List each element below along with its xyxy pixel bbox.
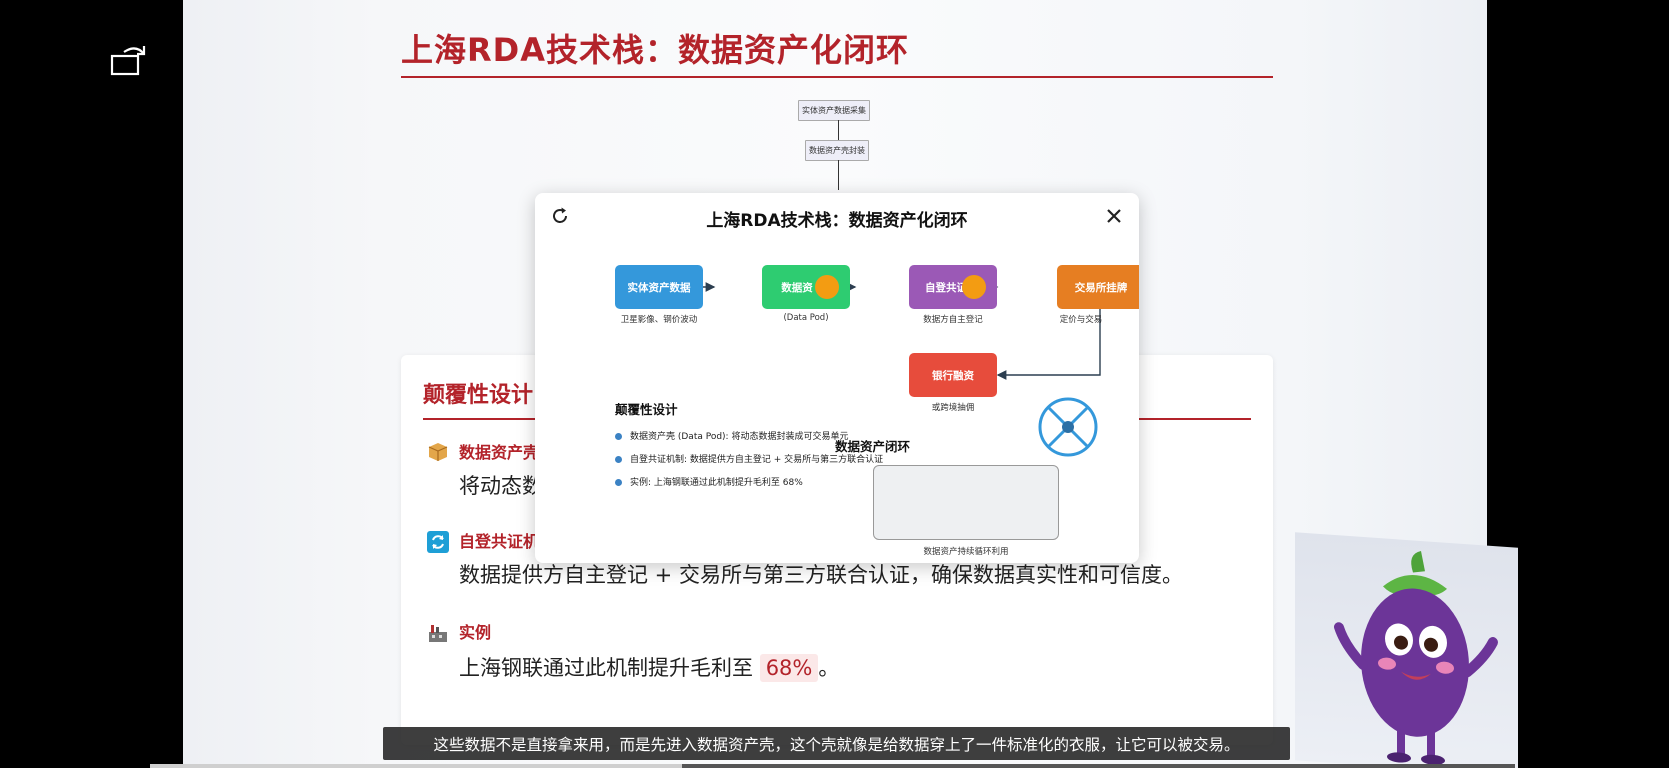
item-title-self-certify: 自登共证机 [459, 532, 540, 551]
popup-list-item: 自登共证机制: 数据提供方自主登记 + 交易所与第三方联合认证 [615, 452, 883, 465]
node-label: 自登共证 [925, 281, 967, 294]
item-body-example: 上海钢联通过此机制提升毛利至 68%。 [459, 652, 839, 682]
popup-title: 上海RDA技术栈：数据资产化闭环 [706, 211, 968, 231]
video-progress-track[interactable] [150, 764, 1515, 768]
background-flowchart: 实体资产数据采集 数据资产壳封装 [798, 100, 878, 200]
node-sub-data-pod: (Data Pod) [783, 313, 829, 323]
list-item-text: 数据资产壳 (Data Pod): 将动态数据封装成可交易单元 [630, 432, 849, 442]
example-text: 上海钢联通过此机制提升毛利至 [459, 656, 753, 680]
factory-icon [427, 622, 449, 644]
arrow-4 [996, 309, 1101, 380]
popup-list-title: 颠覆性设计 [615, 402, 678, 417]
item-title-example: 实例 [459, 623, 492, 642]
node-label: 银行融资 [932, 369, 974, 382]
cycle-wheel-icon [1037, 396, 1099, 458]
node-sub-self-certify: 数据方自主登记 [923, 315, 983, 325]
video-subtitle: 这些数据不是直接拿来用，而是先进入数据资产壳，这个壳就像是给数据穿上了一件标准化… [383, 727, 1290, 760]
node-sub-bank-financing: 或跨境抽佣 [931, 403, 975, 413]
margin-highlight: 68% [759, 654, 819, 682]
node-label: 实体资产数据 [627, 281, 691, 294]
close-icon[interactable] [1103, 205, 1125, 227]
mini-flow-step-2: 数据资产壳封装 [805, 140, 869, 161]
bullet-icon [615, 479, 622, 486]
package-icon [427, 441, 449, 463]
item-body-data-pod: 将动态数 [459, 474, 543, 498]
list-item-text: 实例: 上海钢联通过此机制提升毛利至 68% [630, 478, 803, 488]
popup-list-item: 实例: 上海钢联通过此机制提升毛利至 68% [615, 475, 803, 488]
node-exchange-listing[interactable]: 交易所挂牌 [1057, 265, 1139, 309]
mini-flow-step-1: 实体资产数据采集 [798, 100, 870, 121]
card-heading: 颠覆性设计 [423, 383, 534, 408]
diagram-popup: 上海RDA技术栈：数据资产化闭环 实体资产数据 卫星影像、钢价波动 数据资 (D… [535, 193, 1139, 563]
video-progress-fill [150, 764, 683, 768]
mini-flow-connector [838, 160, 839, 190]
node-sub-physical-data: 卫星影像、钢价波动 [620, 315, 698, 325]
cycle-caption: 数据资产持续循环利用 [923, 547, 1009, 557]
popup-list-item: 数据资产壳 (Data Pod): 将动态数据封装成可交易单元 [615, 429, 848, 442]
item-body-self-certify: 数据提供方自主登记 + 交易所与第三方联合认证，确保数据真实性和可信度。 [459, 563, 1183, 587]
example-suffix: 。 [818, 656, 840, 680]
rotate-screen-icon[interactable] [110, 42, 154, 80]
sync-icon [427, 531, 449, 553]
progress-dot [962, 275, 986, 299]
node-sub-exchange-listing: 定价与交易 [1059, 315, 1103, 325]
bullet-icon [615, 433, 622, 440]
slide-title: 上海RDA技术栈：数据资产化闭环 [401, 31, 909, 69]
mascot-panel [1295, 532, 1518, 768]
node-label: 交易所挂牌 [1074, 281, 1128, 294]
list-item-text: 自登共证机制: 数据提供方自主登记 + 交易所与第三方联合认证 [630, 455, 884, 465]
node-label: 数据资 [781, 281, 813, 294]
cycle-placeholder [873, 465, 1059, 540]
item-title-data-pod: 数据资产壳 [459, 443, 540, 462]
eggplant-mascot-icon [1334, 551, 1498, 765]
node-physical-data[interactable]: 实体资产数据 [615, 265, 703, 309]
bullet-icon [615, 456, 622, 463]
refresh-icon[interactable] [549, 205, 571, 227]
mini-flow-connector [838, 120, 839, 140]
cycle-title: 数据资产闭环 [835, 439, 911, 454]
node-bank-financing[interactable]: 银行融资 [909, 353, 997, 397]
progress-dot [815, 275, 839, 299]
title-divider [401, 76, 1273, 78]
